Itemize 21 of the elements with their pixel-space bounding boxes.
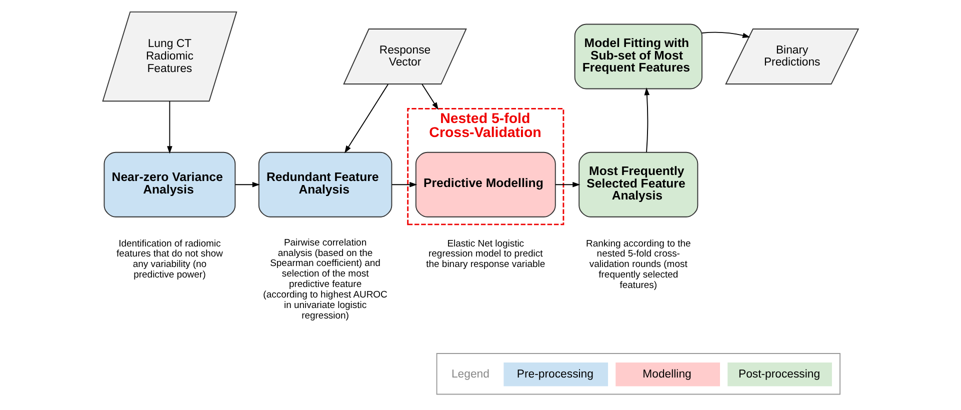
arrow [702, 32, 750, 38]
label: Legend [451, 368, 490, 380]
arrow [167, 100, 172, 154]
legend-label: Post-processing [738, 368, 820, 380]
arrow [344, 84, 389, 154]
node-label: Elastic Net logistic regression model to predict the binary response variable [426, 238, 546, 270]
node-box: Redundant Feature Analysis [258, 152, 392, 218]
node-box: Predictive Modelling [415, 152, 556, 218]
node-box: Near-zero Variance Analysis [104, 152, 236, 218]
arrow [422, 84, 439, 110]
arrow [554, 182, 580, 188]
node-label: Ranking according to the nested 5-fold cross-validation rounds (most frequently selected features) [586, 238, 691, 292]
arrow [392, 182, 418, 188]
node-box: Model Fitting with Sub-set of Most Frequent Features [574, 24, 702, 90]
legend-label: Pre-processing [516, 368, 594, 380]
node-label: Pairwise correlation analysis (based on the Spearman coefficient) and selection of the most predictive feature (according to highest AUROC in univariate logistic regression) [263, 237, 388, 322]
arrow [644, 88, 650, 153]
arrow [234, 182, 260, 188]
node-box: Most Frequently Selected Feature Analysis [578, 152, 698, 218]
node-label: Identification of radiomic features that do not show any variability (no predictive power) [116, 238, 223, 281]
legend-label: Modelling [642, 368, 692, 380]
